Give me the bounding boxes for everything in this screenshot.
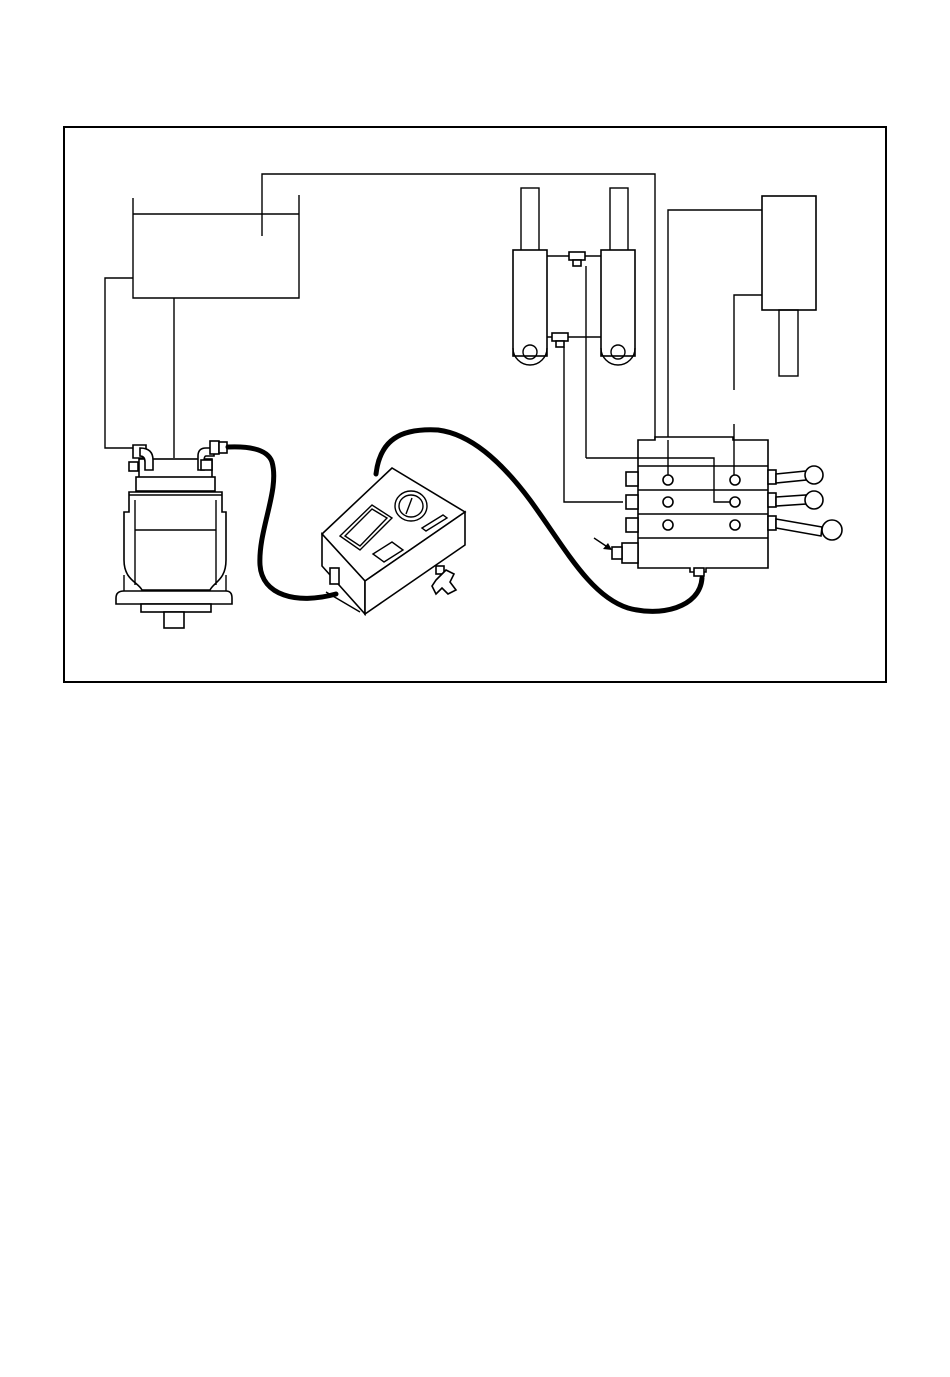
pump-to-tester-hose bbox=[228, 447, 336, 598]
twin-lift-cylinders bbox=[513, 188, 635, 502]
control-valve bbox=[586, 437, 842, 576]
hydraulic-pump bbox=[116, 441, 232, 628]
flow-meter-tester bbox=[322, 468, 465, 614]
single-cylinder bbox=[668, 196, 816, 440]
reservoir bbox=[133, 195, 299, 298]
return-lines bbox=[105, 174, 655, 458]
